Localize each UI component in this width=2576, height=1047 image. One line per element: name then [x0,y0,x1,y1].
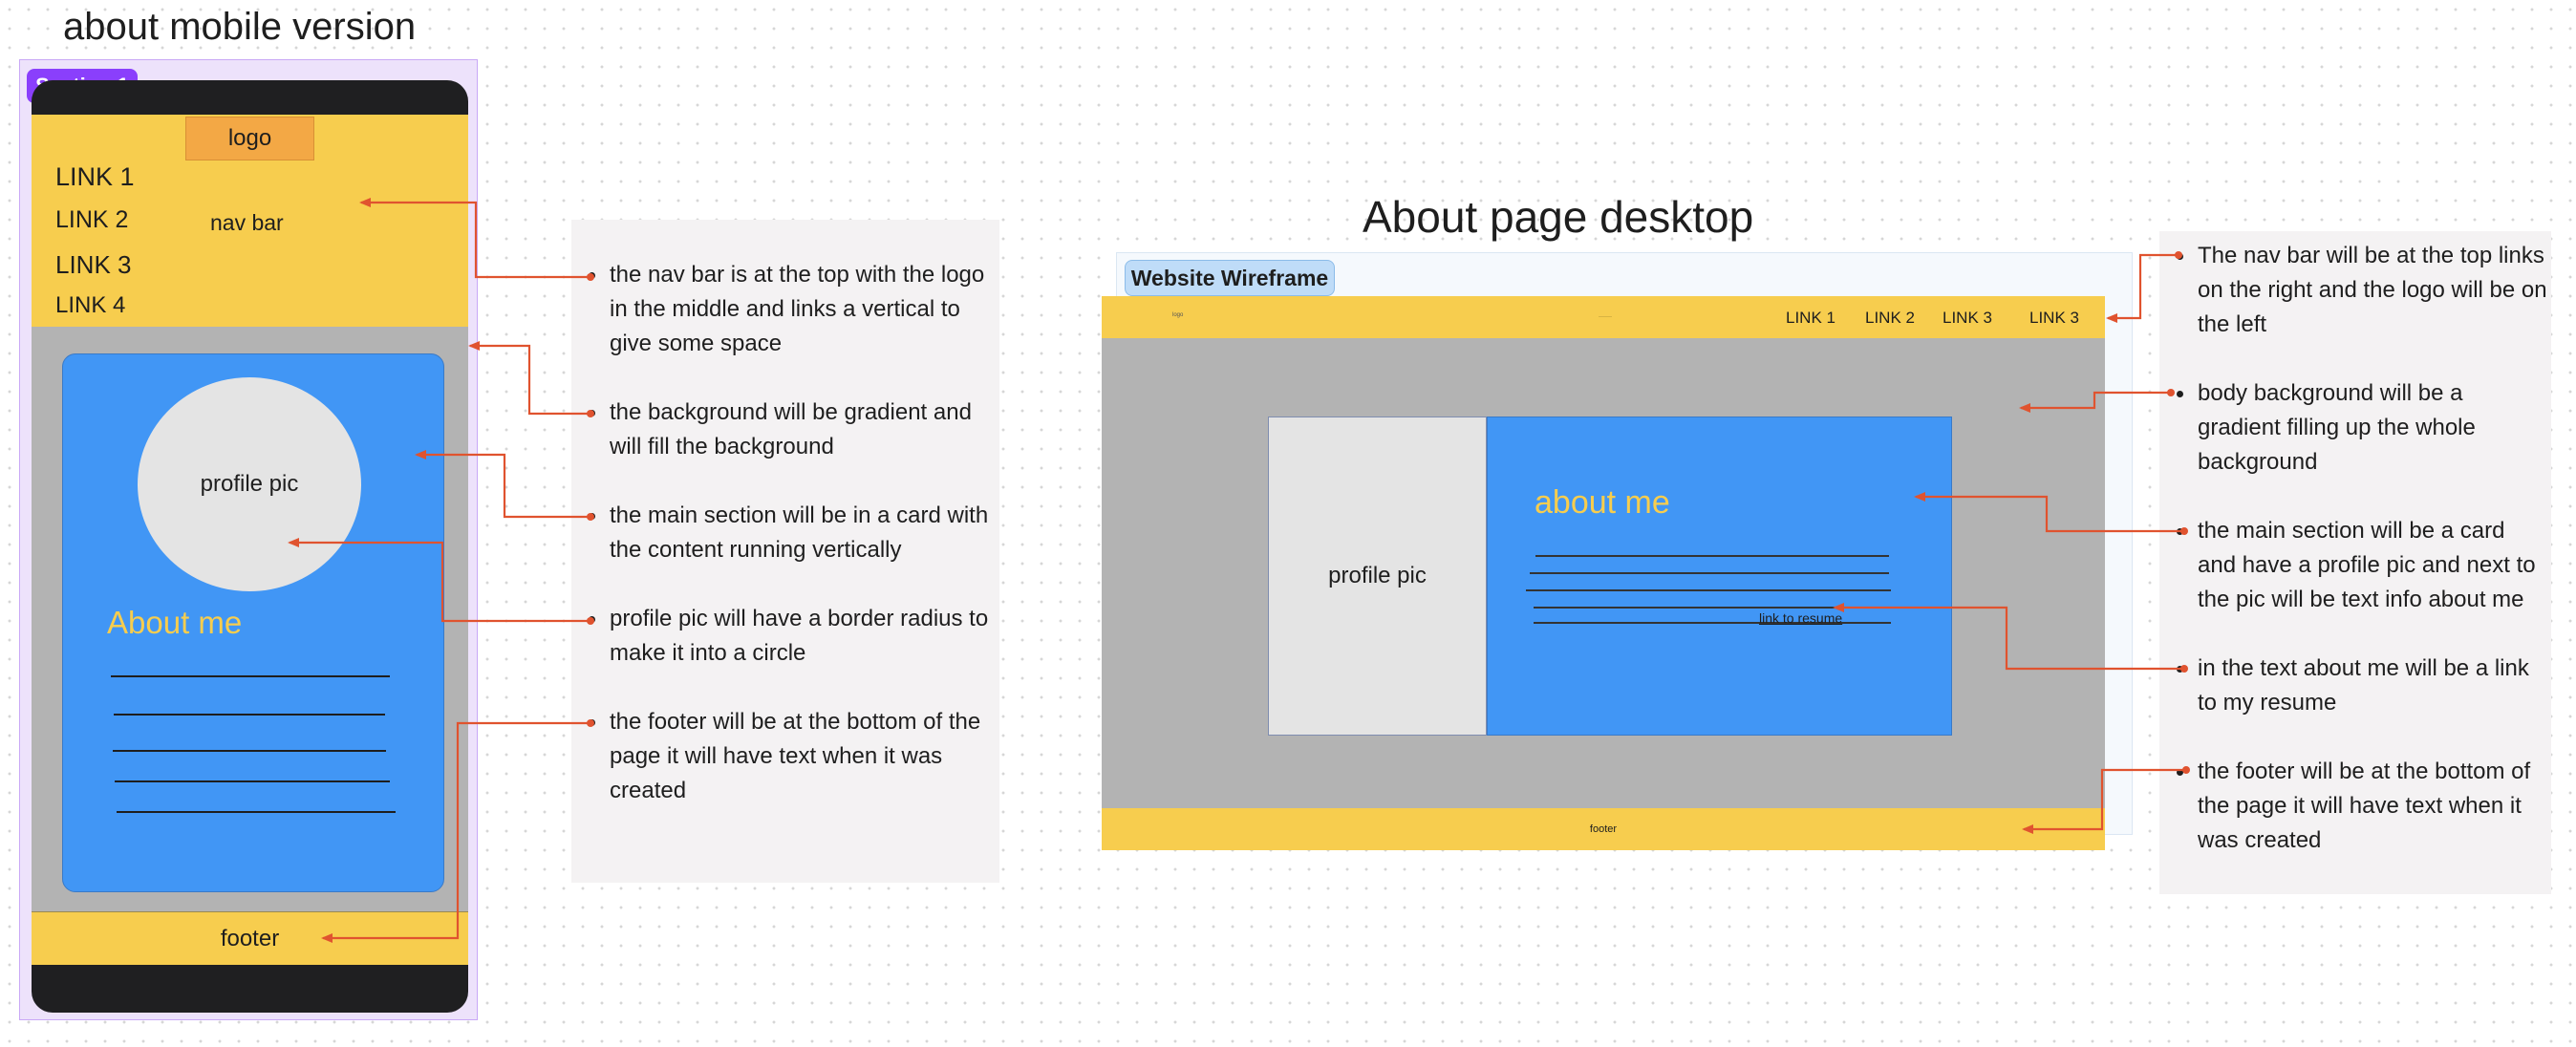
desktop-about-heading: about me [1535,484,1670,521]
mobile-link-3[interactable]: LINK 3 [55,250,132,279]
mobile-nav-label: nav bar [210,210,284,235]
mobile-about-heading: About me [107,605,243,640]
text-line [1530,572,1889,574]
mobile-title: about mobile version [63,6,417,48]
mobile-note-card: the main section will be in a card with … [589,499,997,567]
desktop-note-nav: The nav bar will be at the top links on … [2177,239,2549,342]
text-line [1534,607,1891,609]
desktop-logo[interactable]: logo [1172,312,1184,318]
mobile-note-footer: the footer will be at the bottom of the … [589,705,997,808]
desktop-link-3[interactable]: LINK 3 [1943,309,1992,327]
text-line [115,780,390,782]
desktop-title: About page desktop [1363,192,1754,242]
desktop-note-footer: the footer will be at the bottom of the … [2177,755,2549,858]
text-line [113,750,386,752]
website-wireframe-label[interactable]: Website Wireframe [1125,260,1335,296]
mobile-link-1[interactable]: LINK 1 [55,162,135,191]
text-line [111,675,390,677]
desktop-about-card: about me link to resume [1487,417,1952,736]
mobile-body: profile pic About me [32,327,468,911]
resume-link[interactable]: link to resume [1759,610,1843,626]
mobile-notes-sticky[interactable]: the nav bar is at the top with the logo … [571,220,999,883]
mobile-link-2[interactable]: LINK 2 [55,206,129,233]
mobile-note-nav: the nav bar is at the top with the logo … [589,258,997,361]
text-line [117,811,396,813]
mobile-footer: footer [32,911,468,965]
mobile-logo[interactable]: logo [185,117,314,160]
mobile-profile-pic: profile pic [138,377,361,591]
text-line [1534,622,1891,624]
desktop-profile-pic: profile pic [1268,417,1487,736]
mobile-note-profile: profile pic will have a border radius to… [589,602,997,671]
desktop-note-background: body background will be a gradient filli… [2177,376,2549,480]
text-line [114,714,385,716]
text-line [1535,555,1889,557]
desktop-notes-sticky[interactable]: The nav bar will be at the top links on … [2159,231,2551,894]
desktop-note-resume: in the text about me will be a link to m… [2177,652,2549,720]
desktop-body: profile pic about me link to resume [1102,338,2105,808]
mobile-link-4[interactable]: LINK 4 [55,292,126,318]
desktop-note-card: the main section will be a card and have… [2177,514,2549,617]
text-line [1526,589,1891,591]
desktop-nav-bar: logo LINK 1 LINK 2 LINK 3 LINK 3 [1102,296,2105,338]
mobile-card: profile pic About me [62,353,444,892]
desktop-nav-placeholder [1599,316,1612,317]
desktop-footer: footer [1102,808,2105,850]
mobile-note-background: the background will be gradient and will… [589,395,997,464]
desktop-link-4[interactable]: LINK 3 [2029,309,2079,327]
desktop-link-1[interactable]: LINK 1 [1786,309,1835,327]
mobile-phone: logo LINK 1 LINK 2 LINK 3 LINK 4 nav bar… [32,80,468,1013]
mobile-nav-bar: logo LINK 1 LINK 2 LINK 3 LINK 4 nav bar [32,115,468,328]
desktop-link-2[interactable]: LINK 2 [1865,309,1915,327]
